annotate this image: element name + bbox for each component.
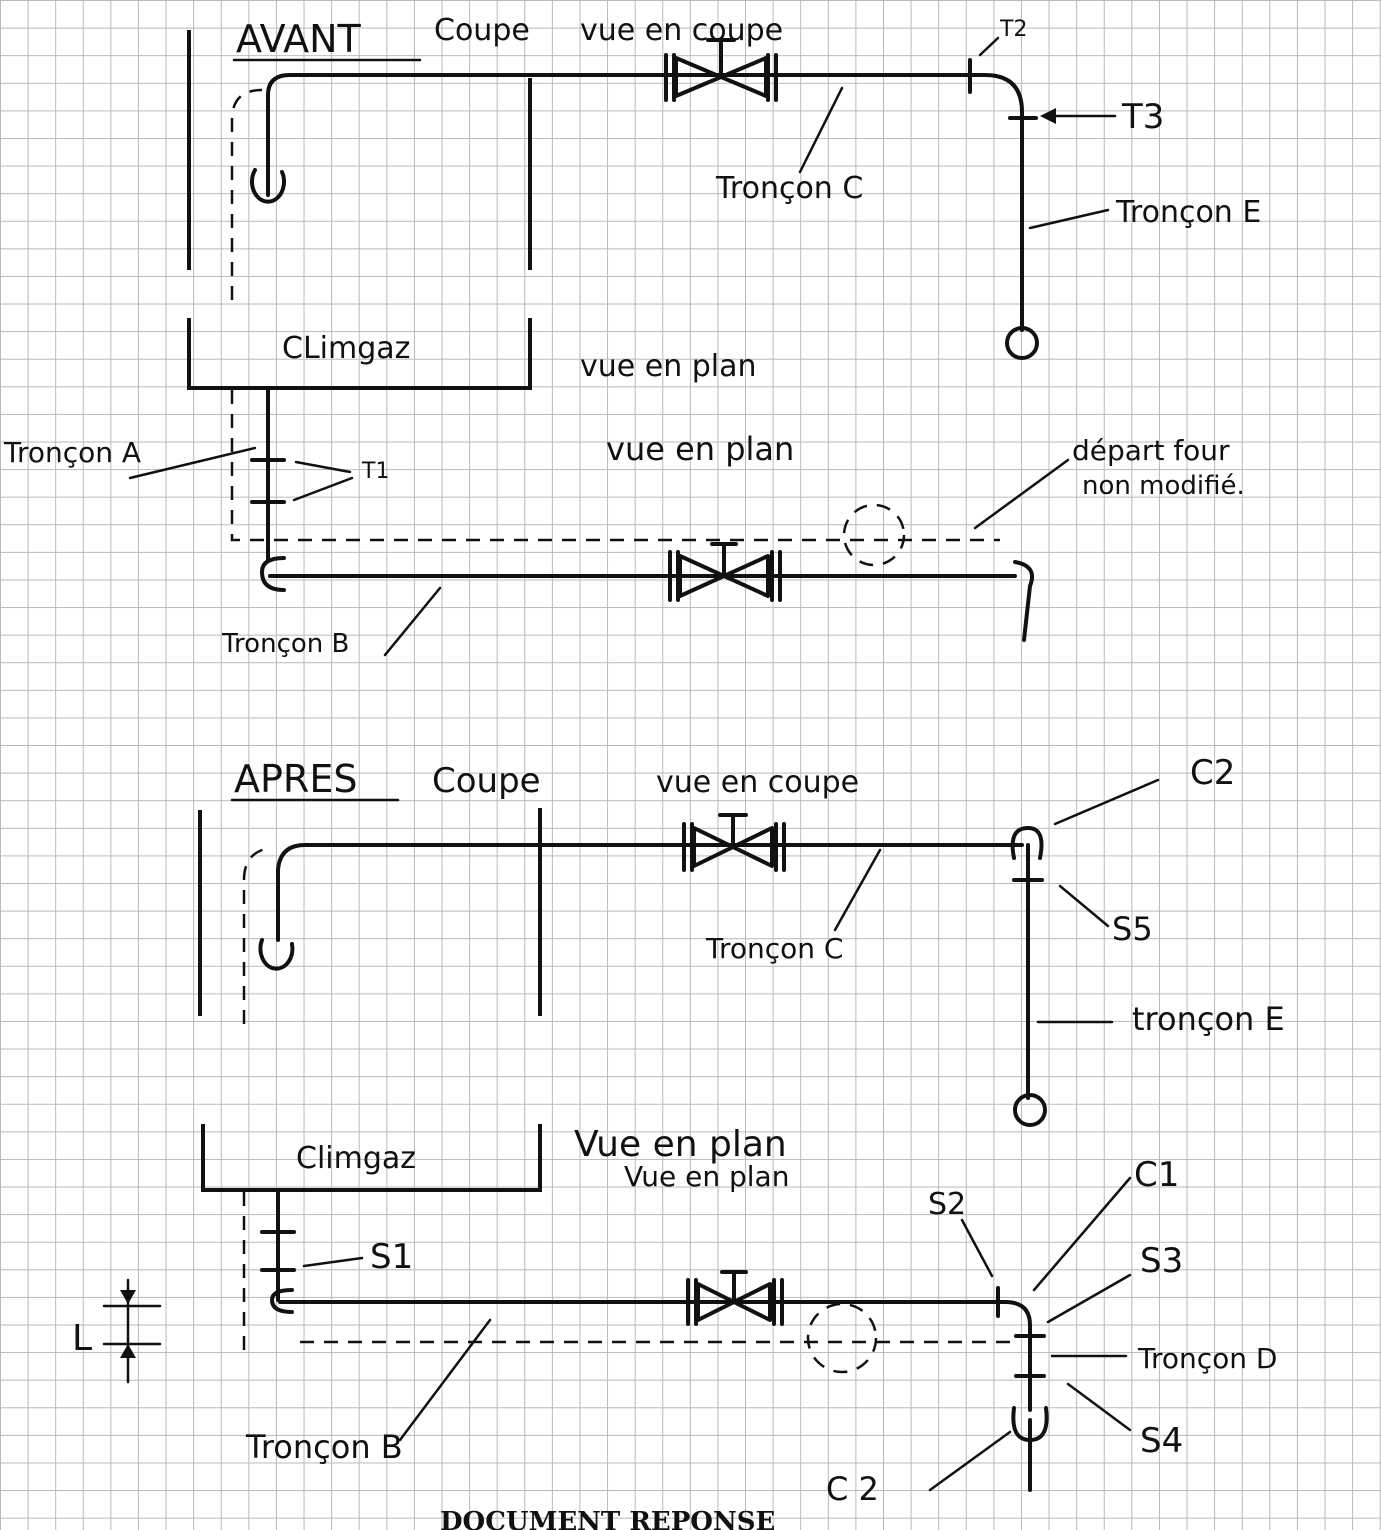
apres-l-label: L [72,1318,92,1359]
avant-troncon-a-arrow [128,446,257,480]
apres-pipe-troncon-c [276,843,1024,942]
avant-t2-arrow [978,36,1000,57]
avant-troncon-e-label: Tronçon E [1115,195,1261,230]
avant-troncon-b-arrow [383,586,442,657]
apres-coupe-label: Coupe [432,761,541,801]
apres-s4-arrow [1066,1382,1132,1432]
avant-plan-right-elbow [1013,560,1035,642]
apres-s5-label: S5 [1112,910,1153,948]
apres-s2-label: S2 [928,1187,966,1222]
avant-old-riser-dashed [842,503,906,567]
avant-t1-arrow-b [292,476,354,502]
apres-plan-left-elbow [270,1288,294,1314]
apres-elbow-down-symbol [258,938,295,971]
apres-c2-bottom-label: C 2 [826,1470,879,1508]
avant-t3-arrowhead [1040,108,1056,124]
avant-elbow-down-symbol [250,168,286,204]
avant-valve-section [664,38,778,102]
document-footer-title: DOCUMENT REPONSE [440,1507,775,1530]
avant-plan-dashed-route [230,390,1000,542]
avant-valve-plan [668,542,782,602]
apres-section: APRES Coupe vue en coupe C2 S5 Tronçon C… [72,753,1285,1508]
avant-t3-label: T3 [1121,97,1164,137]
apres-vue-en-coupe-label: vue en coupe [656,765,859,800]
avant-t1-arrow-a [294,460,352,474]
apres-climgaz-label: Climgaz [296,1141,416,1176]
apres-s5-arrow [1058,884,1110,928]
apres-troncon-e-label: tronçon E [1132,1000,1285,1038]
apres-troncon-b-arrow [398,1318,492,1442]
apres-c2-top-elbow [1010,826,1044,860]
avant-t2-label: T2 [999,17,1027,42]
avant-depart-four-line1: départ four [1072,434,1230,467]
apres-valve-section [682,813,786,872]
avant-coupe-label: Coupe [434,13,530,48]
avant-pipe-troncon-c-e [266,73,1024,332]
avant-section: AVANT Coupe vue en coupe T2 T3 [3,13,1261,659]
avant-depart-four-arrow [973,458,1070,530]
apres-troncon-c-arrow [833,848,882,932]
apres-l-arrowhead-bottom [120,1344,136,1358]
avant-troncon-b-label: Tronçon B [221,629,349,659]
avant-riser-circle [1005,326,1039,360]
apres-s1-arrow [302,1256,364,1268]
apres-troncon-d-label: Tronçon D [1137,1342,1278,1375]
avant-troncon-e-arrow [1028,208,1110,230]
apres-dashed-old-route [242,846,271,1024]
apres-l-arrowhead-top [120,1290,136,1304]
apres-c2-bottom-arrow [928,1430,1012,1492]
avant-vue-en-plan-1: vue en plan [580,349,757,384]
apres-vue-en-plan-2: Vue en plan [624,1160,789,1193]
avant-dashed-old-route [230,88,263,300]
apres-valve-plan [686,1270,784,1326]
avant-title: AVANT [236,17,362,61]
apres-c2-top-arrow [1053,778,1160,826]
apres-troncon-b-label: Tronçon B [245,1428,403,1466]
apres-s4-label: S4 [1140,1421,1183,1461]
avant-plan-left-elbow [260,556,286,592]
apres-troncon-c-label: Tronçon C [705,932,843,965]
avant-vue-en-coupe-label: vue en coupe [580,13,783,48]
avant-climgaz-box [187,318,532,390]
avant-t1-label: T1 [361,459,389,484]
apres-s3-arrow [1046,1273,1132,1324]
apres-s1-label: S1 [370,1237,413,1277]
avant-troncon-a-label: Tronçon A [3,436,141,469]
apres-s3-label: S3 [1140,1241,1183,1281]
apres-c1-arrow [1032,1176,1132,1292]
apres-s2-arrow [960,1218,994,1278]
apres-c1-label: C1 [1134,1155,1179,1195]
apres-riser-circle [1013,1093,1047,1127]
apres-vue-en-plan-1: Vue en plan [574,1124,787,1165]
avant-vue-en-plan-2: vue en plan [606,430,794,468]
apres-plan-troncon-b-d-pipe [278,1300,1032,1412]
apres-c2-top-label: C2 [1190,753,1235,793]
apres-climgaz-box [201,1124,542,1192]
apres-old-riser-dashed [806,1302,878,1374]
apres-title: APRES [234,757,357,801]
avant-troncon-c-arrow [798,86,844,174]
avant-climgaz-label: CLimgaz [282,331,410,366]
avant-troncon-c-label: Tronçon C [715,171,863,206]
avant-depart-four-line2: non modifié. [1082,471,1245,501]
